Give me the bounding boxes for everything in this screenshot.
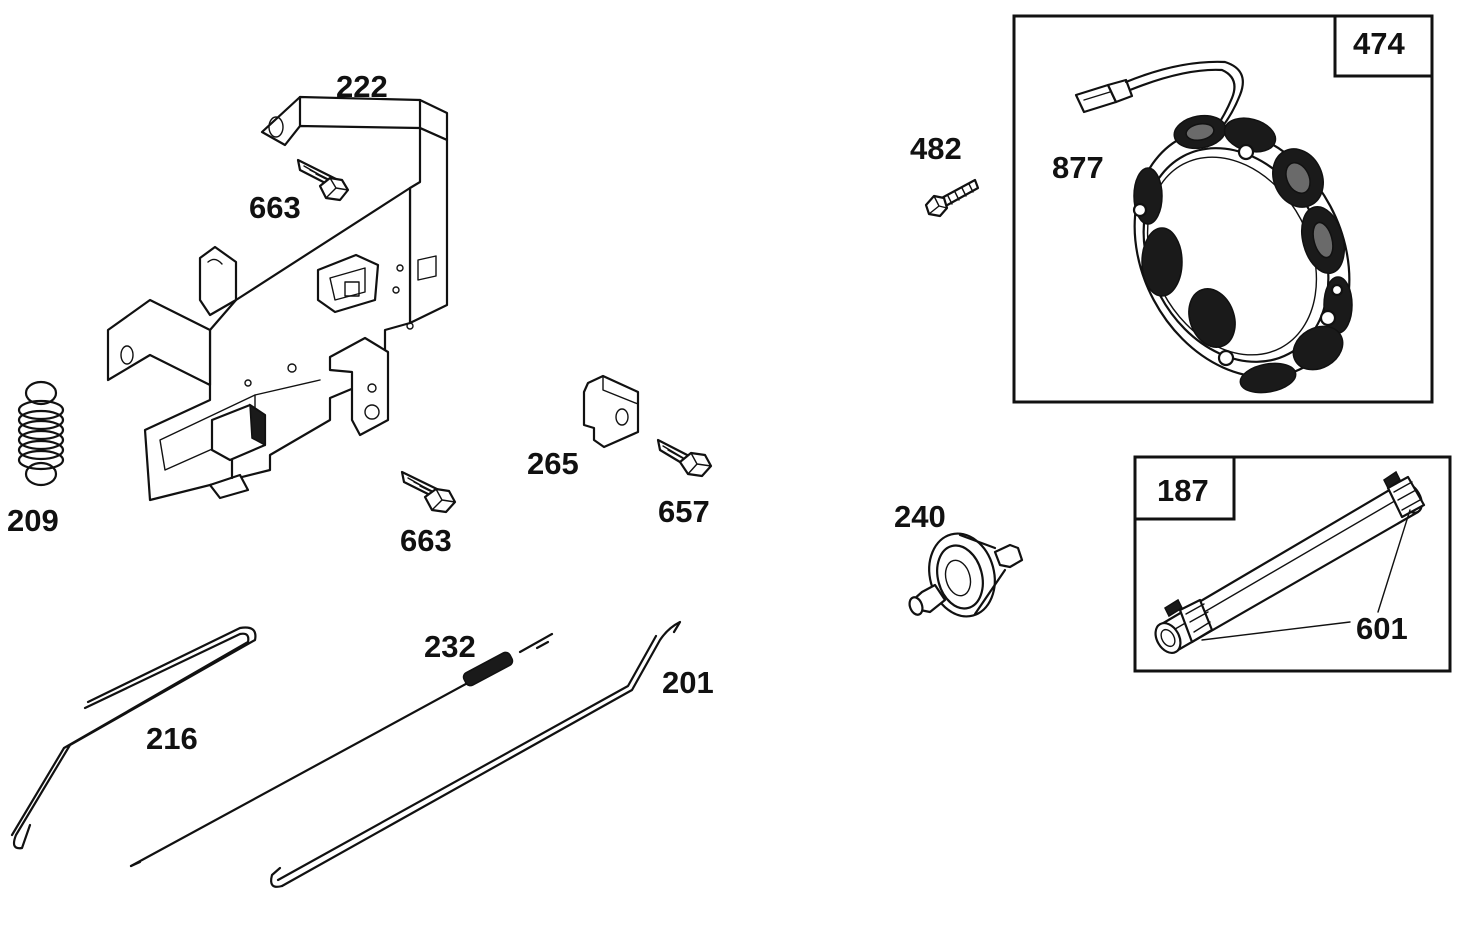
screw-482	[924, 178, 980, 218]
label-fuel-filter-240: 240	[894, 499, 946, 534]
label-screw-663-upper: 663	[249, 190, 301, 225]
bolt	[656, 438, 713, 478]
choke-link	[129, 632, 554, 868]
label-screw-482: 482	[910, 131, 962, 166]
fuel-filter	[908, 532, 1024, 618]
label-spring-209: 209	[7, 503, 59, 538]
label-bolt-657: 657	[658, 494, 710, 529]
connector	[1074, 60, 1244, 140]
label-hose-clamp-601: 601	[1356, 611, 1408, 646]
stator-kit	[1012, 14, 1434, 404]
label-link-201: 201	[662, 665, 714, 700]
label-link-232: 232	[424, 629, 476, 664]
governor-link	[10, 626, 257, 850]
clip	[582, 374, 640, 449]
screw-lower	[400, 470, 457, 514]
label-link-216: 216	[146, 721, 198, 756]
label-stator-474: 474	[1353, 26, 1405, 61]
extension-spring	[17, 380, 65, 487]
screw-upper	[296, 158, 350, 202]
label-clip-265: 265	[527, 446, 579, 481]
hose-clamp-right	[1383, 470, 1426, 519]
fuel-line-kit	[1133, 455, 1452, 673]
label-fuel-line-187: 187	[1157, 473, 1209, 508]
control-bracket	[106, 95, 449, 502]
hose-clamp-left	[1164, 598, 1214, 644]
throttle-link	[270, 620, 682, 888]
label-connector-877: 877	[1052, 150, 1104, 185]
label-screw-663-lower: 663	[400, 523, 452, 558]
label-bracket-222: 222	[336, 69, 388, 104]
